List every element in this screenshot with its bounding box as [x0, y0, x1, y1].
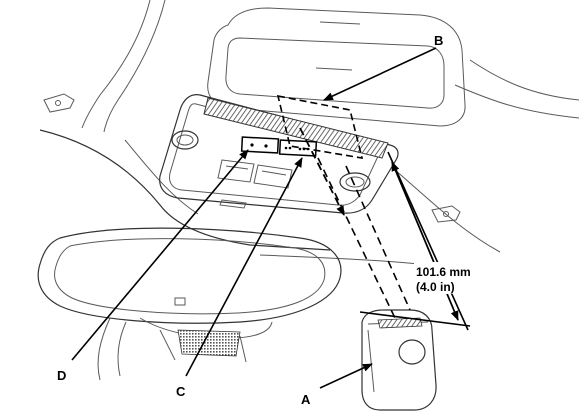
- headliner-outline: [39, 0, 579, 271]
- component-a-device: [361, 309, 437, 411]
- label-c: C: [176, 384, 186, 399]
- alignment-box-b: [276, 94, 364, 159]
- dimension-imperial: (4.0 in): [416, 280, 455, 294]
- label-b: B: [434, 33, 443, 48]
- dimension-text-bg: [414, 262, 496, 294]
- upper-housing: [207, 7, 466, 127]
- rearview-mirror: [37, 227, 342, 381]
- label-d: D: [57, 368, 66, 383]
- dimension-metric: 101.6 mm: [416, 265, 471, 279]
- visor-clips: [43, 93, 461, 223]
- alignment-path: [299, 127, 411, 319]
- leader-lines: [71, 47, 437, 389]
- label-a: A: [301, 392, 311, 407]
- dimension-lines: [359, 151, 471, 331]
